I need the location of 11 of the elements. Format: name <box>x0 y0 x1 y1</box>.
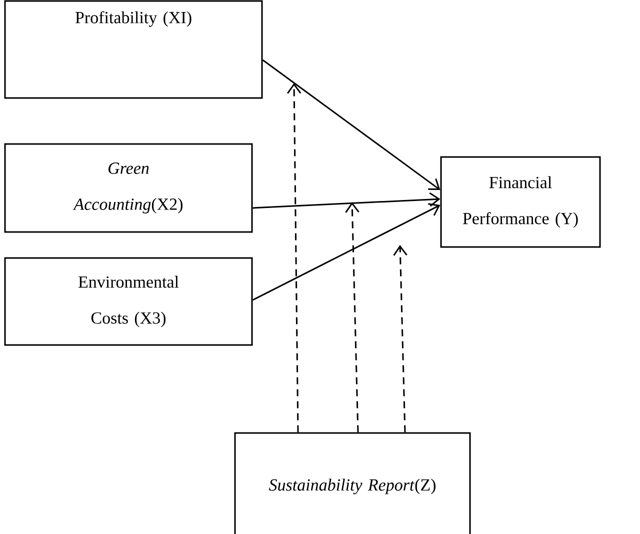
dashed-arrow <box>393 245 408 432</box>
text-box: Sustainability Report(Z) <box>234 432 471 534</box>
dashed-arrow <box>345 202 360 432</box>
dashed-arrow <box>287 83 302 432</box>
text-box: Environmental Costs (X3) <box>4 257 253 346</box>
text-box: Profitability (XI) <box>4 0 263 99</box>
text-box: Green Accounting(X2) <box>4 143 253 233</box>
arrow <box>252 192 440 209</box>
text-box: Financial Performance (Y) <box>440 156 601 248</box>
arrow <box>262 59 440 190</box>
arrow <box>252 203 440 301</box>
